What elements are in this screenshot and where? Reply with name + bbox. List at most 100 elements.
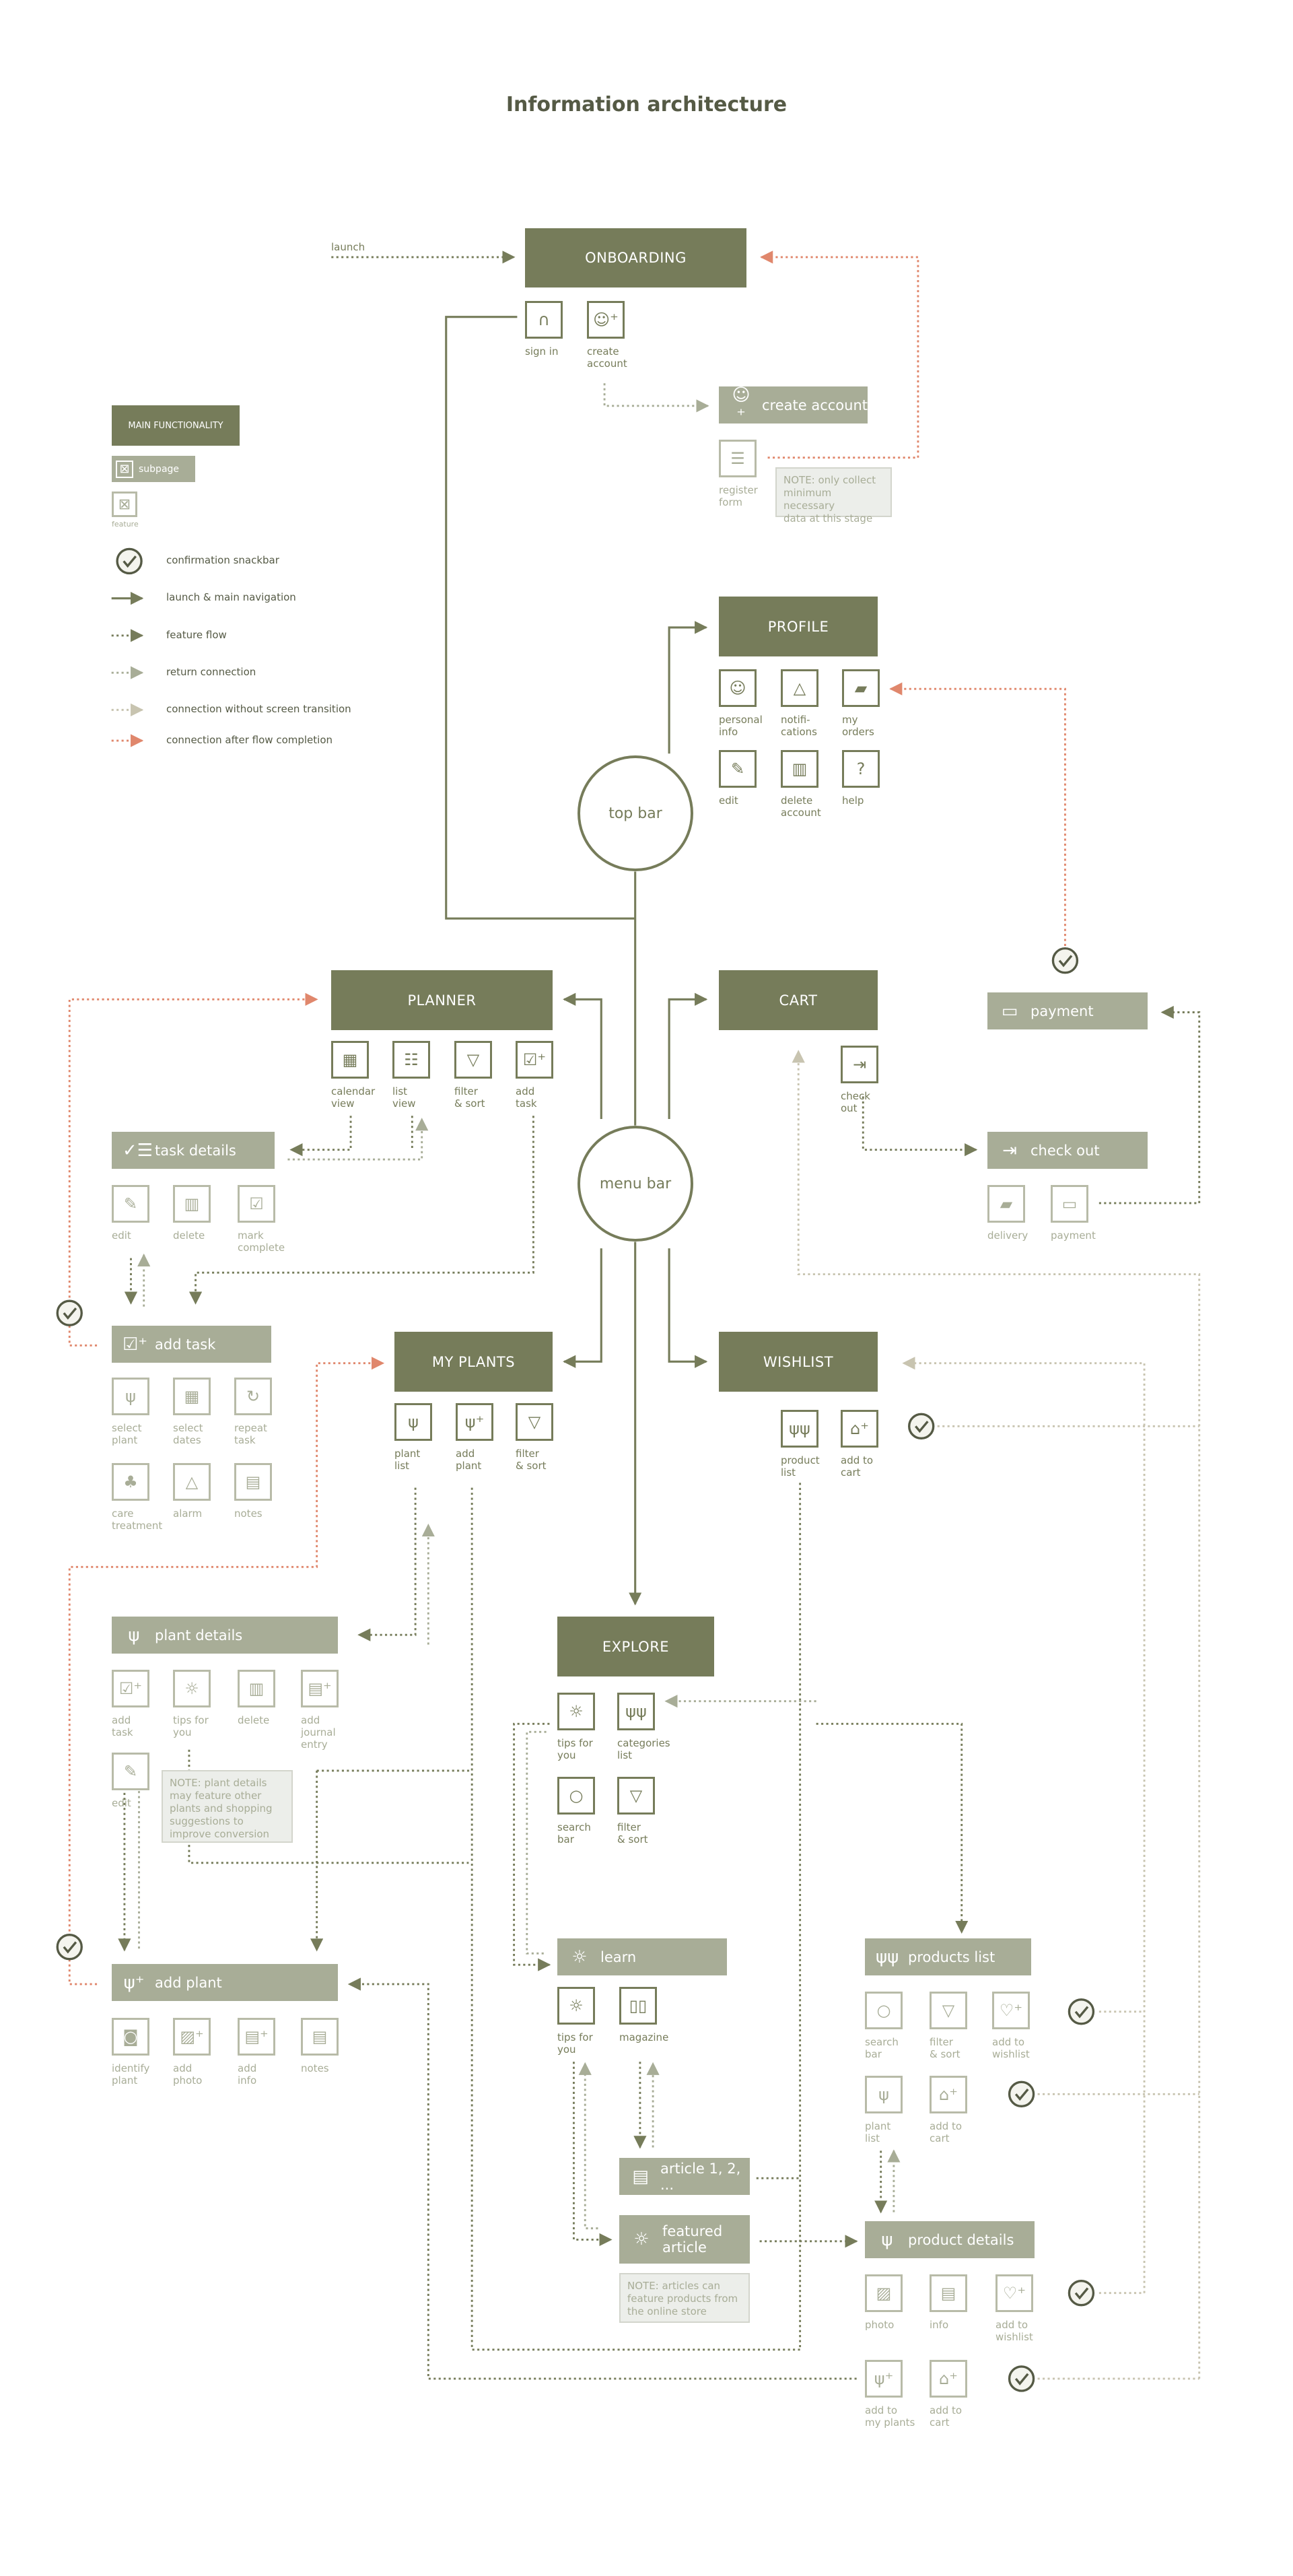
feature-alarm[interactable]: △alarm [173, 1463, 234, 1520]
feature-filter-sort[interactable]: ▽filter & sort [617, 1777, 678, 1845]
node-add-plant[interactable]: ψ⁺add plant [112, 1964, 338, 2001]
feature-label: create account [587, 345, 627, 370]
feature-photo[interactable]: ▨photo [865, 2274, 925, 2331]
node-cart[interactable]: CART [719, 970, 878, 1030]
feature-list-view[interactable]: ☷list view [392, 1041, 453, 1110]
node-payment[interactable]: ▭payment [987, 992, 1148, 1029]
node-article[interactable]: ▤article 1, 2, ... [619, 2158, 750, 2195]
node-add-task[interactable]: ☑⁺add task [112, 1326, 271, 1363]
feature-edit[interactable]: ✎edit [719, 750, 779, 807]
feature-add-photo[interactable]: ▨⁺add photo [173, 2018, 234, 2087]
info-plus-icon: ▤⁺ [238, 2018, 275, 2056]
feature-identify-plant[interactable]: ◙identify plant [112, 2018, 172, 2087]
node-create-account[interactable]: ☺⁺create account [719, 385, 868, 426]
feature-register-form[interactable]: ☰register form [719, 440, 779, 508]
feature-add-task[interactable]: ☑⁺add task [112, 1670, 172, 1738]
feature-add-journal-entry[interactable]: ▤⁺add journal entry [301, 1670, 361, 1751]
trash-icon: ▥ [173, 1185, 211, 1223]
completion-connector [68, 1357, 385, 1986]
node-planner[interactable]: PLANNER [331, 970, 553, 1030]
feature-care-treatment[interactable]: ♣care treatment [112, 1463, 172, 1532]
feature-tips-for-you[interactable]: ☼tips for you [173, 1670, 234, 1738]
feature-delete[interactable]: ▥delete [173, 1185, 234, 1242]
feature-delete-account[interactable]: ▥delete account [781, 750, 841, 819]
placeholder-x-icon: ⊠ [118, 496, 131, 513]
feature-tips-for-you[interactable]: ☼tips for you [557, 1693, 618, 1761]
node-label: add plant [155, 1974, 222, 1991]
feature-magazine[interactable]: ▯▯magazine [619, 1987, 680, 2043]
card-icon: ▭ [1001, 1001, 1018, 1021]
feature-label: add journal entry [301, 1714, 336, 1751]
feature-filter-sort[interactable]: ▽filter & sort [516, 1403, 576, 1472]
feature-label: delete account [781, 794, 821, 819]
node-check-out[interactable]: ⇥check out [987, 1132, 1148, 1169]
feature-add-to-wishlist[interactable]: ♡⁺add to wishlist [995, 2274, 1056, 2343]
feature-add-to-cart[interactable]: ⌂⁺add to cart [841, 1410, 901, 1479]
node-onboarding[interactable]: ONBOARDING [525, 228, 746, 287]
no-transition-connector [792, 1050, 1201, 2379]
feature-personal-info[interactable]: ☺personal info [719, 669, 779, 738]
feature-notes[interactable]: ▤notes [301, 2018, 361, 2074]
feature-mark-complete[interactable]: ☑mark complete [238, 1185, 298, 1254]
note-onboarding: NOTE: only collect minimum necessary dat… [775, 467, 892, 524]
feature-label: filter & sort [516, 1448, 547, 1472]
checkbox-icon: ☑ [238, 1185, 275, 1223]
node-featured-article[interactable]: ☼featured article [619, 2215, 750, 2264]
node-learn[interactable]: ☼learn [557, 1938, 727, 1975]
feature-flow-connector [816, 1722, 969, 1934]
feature-delivery[interactable]: ▰delivery [987, 1185, 1048, 1242]
feature-select-dates[interactable]: ▦select dates [173, 1378, 234, 1446]
feature-delete[interactable]: ▥delete [238, 1670, 298, 1726]
feature-add-info[interactable]: ▤⁺add info [238, 2018, 298, 2087]
feature-label: select dates [173, 1422, 203, 1446]
feature-add-plant[interactable]: ψ⁺add plant [456, 1403, 516, 1472]
feature-add-task[interactable]: ☑⁺add task [516, 1041, 576, 1110]
node-my-plants[interactable]: MY PLANTS [394, 1332, 553, 1392]
feature-search-bar[interactable]: ○search bar [557, 1777, 618, 1845]
node-explore[interactable]: EXPLORE [557, 1617, 714, 1676]
feature-add-to-cart[interactable]: ⌂⁺add to cart [930, 2076, 990, 2144]
feature-tips-for-you[interactable]: ☼tips for you [557, 1987, 618, 2056]
feature-add-to-wishlist[interactable]: ♡⁺add to wishlist [992, 1992, 1053, 2060]
bag-out-icon: ⇥ [1002, 1140, 1017, 1161]
plants-icon: ψψ [876, 1946, 899, 1967]
feature-check-out[interactable]: ⇥check out [841, 1046, 901, 1114]
feature-repeat-task[interactable]: ↻repeat task [234, 1378, 295, 1446]
feature-sign-in[interactable]: ∩sign in [525, 301, 586, 358]
feature-search-bar[interactable]: ○search bar [865, 1992, 925, 2060]
feature-filter-sort[interactable]: ▽filter & sort [930, 1992, 990, 2060]
feature-notifi-cations[interactable]: △notifi- cations [781, 669, 841, 738]
feature-add-to-my-plants[interactable]: ψ⁺add to my plants [865, 2360, 925, 2429]
node-profile[interactable]: PROFILE [719, 597, 878, 656]
confirmation-check-icon [1008, 2080, 1035, 2107]
feature-edit[interactable]: ✎edit [112, 1753, 172, 1809]
feature-my-orders[interactable]: ▰my orders [842, 669, 903, 738]
feature-label: categories list [617, 1737, 670, 1761]
feature-edit[interactable]: ✎edit [112, 1185, 172, 1242]
pencil-icon: ✎ [719, 750, 757, 788]
feature-notes[interactable]: ▤notes [234, 1463, 295, 1520]
node-task-details[interactable]: ✓☰task details [112, 1132, 275, 1169]
feature-create-account[interactable]: ☺⁺create account [587, 301, 648, 370]
book-icon: ▯▯ [619, 1987, 657, 2025]
node-wishlist[interactable]: WISHLIST [719, 1332, 878, 1392]
feature-label: add plant [456, 1448, 482, 1472]
node-label: ONBOARDING [585, 250, 687, 266]
feature-add-to-cart[interactable]: ⌂⁺add to cart [930, 2360, 990, 2429]
lock-icon: ∩ [525, 301, 563, 339]
feature-payment[interactable]: ▭payment [1051, 1185, 1111, 1242]
feature-info[interactable]: ▤info [930, 2274, 990, 2331]
feature-help[interactable]: ?help [842, 750, 903, 807]
feature-calendar-view[interactable]: ▦calendar view [331, 1041, 392, 1110]
feature-filter-sort[interactable]: ▽filter & sort [454, 1041, 515, 1110]
pencil-icon: ✎ [112, 1753, 149, 1790]
node-label: add task [155, 1336, 216, 1353]
